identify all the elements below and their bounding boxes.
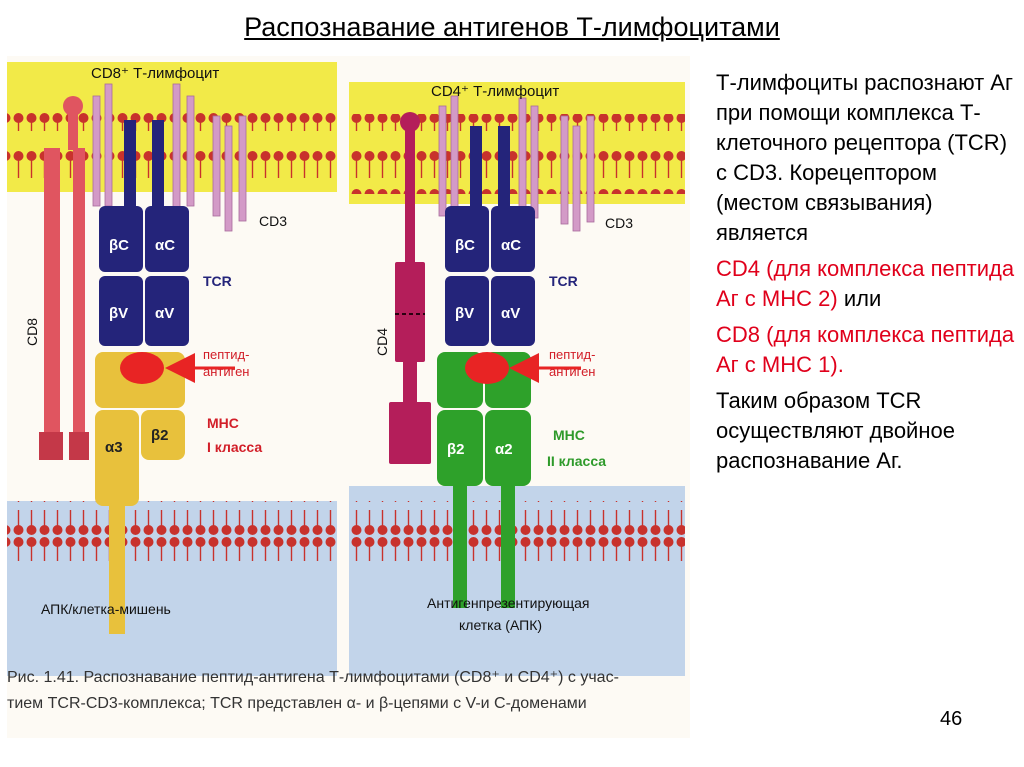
description-text: Т-лимфоциты распознают Аг при помощи ком… xyxy=(716,68,1016,482)
cd3-chains-right xyxy=(438,95,595,232)
left-domain-bv: βV xyxy=(109,305,128,322)
peptide-label-left-1: пептид- xyxy=(203,347,249,362)
figure: CD8⁺ Т-лимфоцит CD4⁺ Т-лимфоцит CD3 CD3 … xyxy=(7,56,690,738)
t-cell-lipid-bilayer-right xyxy=(349,114,685,194)
right-bottom-label-1: Антигенпрезентирующая xyxy=(427,595,590,611)
figure-caption-line1: Рис. 1.41. Распознавание пептид-антигена… xyxy=(7,669,619,686)
description-paragraph-2: CD4 (для комплекса пептида Аг с МНС 2) и… xyxy=(716,254,1016,314)
right-bottom-label-2: клетка (АПК) xyxy=(459,617,542,633)
page-number: 46 xyxy=(940,708,963,730)
cd4-note-tail: или xyxy=(843,286,882,311)
domain-a3: α3 xyxy=(105,439,123,456)
domain-b2-left: β2 xyxy=(151,427,169,444)
left-domain-bc: βC xyxy=(109,237,129,254)
left-panel xyxy=(7,62,337,676)
tcr-right xyxy=(445,126,535,346)
cd8-coreceptor xyxy=(39,96,89,460)
slide-title: Распознавание антигенов Т-лимфоцитами xyxy=(244,12,780,42)
right-domain-bc: βC xyxy=(455,237,475,254)
cd8-label: CD8 xyxy=(24,318,40,346)
domain-b2-right: β2 xyxy=(447,441,465,458)
cd3-label-right: CD3 xyxy=(605,215,633,231)
figure-caption-line2: тием TCR-CD3-комплекса; TCR представлен … xyxy=(7,695,587,712)
peptide-label-right-2: антиген xyxy=(549,364,596,379)
domain-a2: α2 xyxy=(495,441,513,458)
left-cell-label: CD8⁺ Т-лимфоцит xyxy=(91,65,219,82)
apc-lipid-bilayer-left xyxy=(7,501,337,561)
cd4-note: CD4 (для комплекса пептида Аг с МНС 2) xyxy=(716,256,1015,311)
tcr-left xyxy=(99,120,189,346)
cd3-chains-left xyxy=(92,83,247,232)
mhc-class1-label: I класса xyxy=(207,439,262,455)
cd3-label-left: CD3 xyxy=(259,213,287,229)
right-cell-label: CD4⁺ Т-лимфоцит xyxy=(431,83,559,100)
tcr-recognition-diagram: CD8⁺ Т-лимфоцит CD4⁺ Т-лимфоцит CD3 CD3 … xyxy=(7,56,690,738)
apc-lipid-bilayer-right xyxy=(349,501,685,561)
right-domain-av: αV xyxy=(501,305,520,322)
left-domain-av: αV xyxy=(155,305,174,322)
mhc-class2-label: II класса xyxy=(547,453,606,469)
description-paragraph-3: CD8 (для комплекса пептида Аг с МНС 1). xyxy=(716,322,1015,377)
peptide-label-right-1: пептид- xyxy=(549,347,595,362)
left-bottom-label: АПК/клетка-мишень xyxy=(41,601,171,617)
t-cell-lipid-bilayer-left xyxy=(7,106,337,186)
mhc-label-left: MHC xyxy=(207,415,239,431)
peptide-antigen-right xyxy=(465,352,509,384)
cd4-label: CD4 xyxy=(374,328,390,356)
right-panel xyxy=(349,82,685,676)
description-paragraph-4: Таким образом TCR осуществляют двойное р… xyxy=(716,388,955,473)
left-domain-ac: αC xyxy=(155,237,175,254)
peptide-antigen-left xyxy=(120,352,164,384)
right-domain-ac: αC xyxy=(501,237,521,254)
right-domain-bv: βV xyxy=(455,305,474,322)
peptide-label-left-2: антиген xyxy=(203,364,250,379)
tcr-label-right: TCR xyxy=(549,273,578,289)
tcr-label-left: TCR xyxy=(203,273,232,289)
mhc-label-right: MHC xyxy=(553,427,585,443)
cd4-coreceptor xyxy=(389,112,431,464)
description-paragraph-1: Т-лимфоциты распознают Аг при помощи ком… xyxy=(716,70,1013,245)
